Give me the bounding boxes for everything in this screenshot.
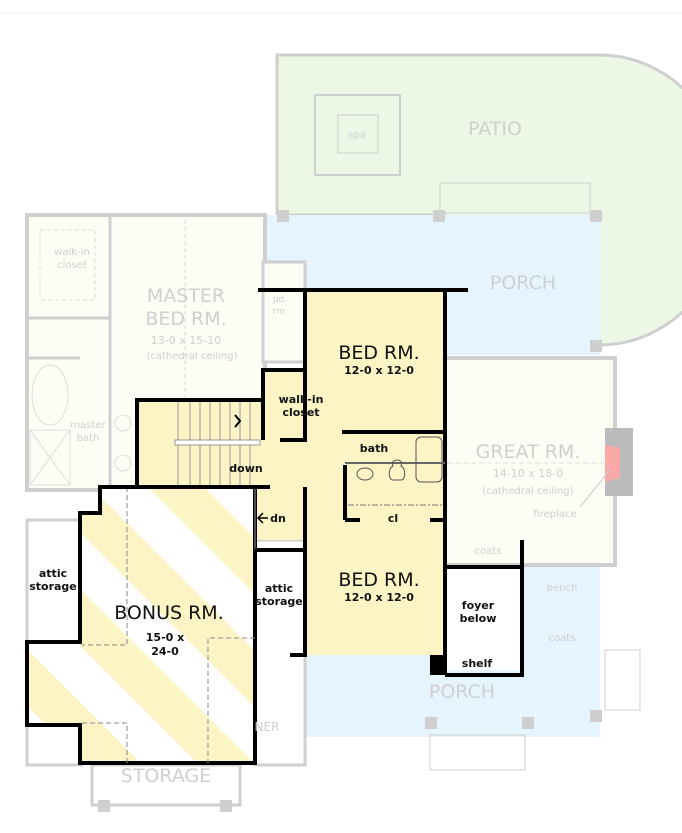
bonus-title: BONUS RM. [114,602,224,624]
storage-label: STORAGE [121,765,211,787]
upper-hall-area [137,290,445,655]
bench-label: bench [547,583,578,594]
spa-label: spa [348,130,366,141]
bath-label: bath [360,442,388,455]
dn-arrow-icon [256,512,268,524]
fireplace-label: fireplace [533,509,576,520]
bonus-dims-1: 15-0 x [146,631,184,644]
master-dims: 13-0 x 15-10 [151,334,221,347]
bonus-dims-2: 24-0 [151,645,179,658]
bonus-room [25,485,257,765]
staircase [174,402,261,485]
pd-2: rm. [272,307,287,317]
closet-label-2: closet [282,406,319,419]
master-ceiling: (cathedral ceiling) [146,351,237,362]
master-closet-1: walk-in [54,247,90,258]
master-bath-2: bath [77,433,100,444]
great-ceiling: (cathedral ceiling) [482,486,573,497]
foyer-below [447,565,522,670]
closet-label-1: walk-in [279,393,324,406]
patio-label: PATIO [468,118,522,140]
dn-label: dn [270,512,286,525]
cl-label: cl [388,512,398,525]
attic-left-1: attic [39,567,67,580]
master-title-1: MASTER [147,285,225,307]
coats-label-1: coats [475,546,502,557]
walls [100,288,524,677]
master-closet-2: closet [57,260,87,271]
shelf-label: shelf [462,657,493,670]
spa [314,94,401,176]
porch-bottom-label: PORCH [429,681,495,703]
attic-left-2: storage [29,580,77,593]
master-title-2: BED RM. [145,308,226,330]
bed2-title: BED RM. [338,569,419,591]
great-title: GREAT RM. [476,441,581,463]
bed1-title: BED RM. [338,342,419,364]
foyer-label-1: foyer [462,599,495,612]
attic-right-1: attic [265,582,293,595]
porch-top-label: PORCH [490,272,556,294]
porch-posts [98,210,602,812]
pd-1: pd. [273,295,287,305]
stair-arrow-icon [234,414,242,428]
master-bath-1: master [70,420,106,431]
great-room [443,356,617,567]
down-label: down [229,462,262,475]
foyer-label-2: below [460,612,497,625]
attic-right-2: storage [255,595,303,608]
watermark: NER [255,720,280,734]
bed2-dims: 12-0 x 12-0 [344,591,414,604]
great-dims: 14-10 x 18-0 [493,467,563,480]
bed1-dims: 12-0 x 12-0 [344,364,414,377]
coats-label-2: coats [549,633,576,644]
